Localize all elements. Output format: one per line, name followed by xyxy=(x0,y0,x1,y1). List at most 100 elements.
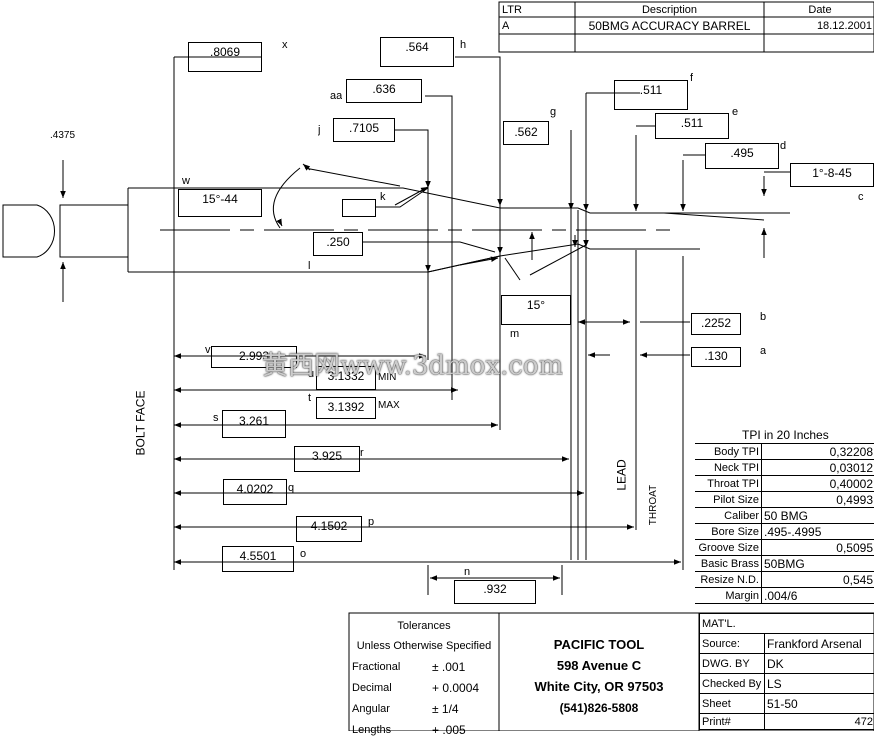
sheet-value: 51-50 xyxy=(765,694,874,714)
source-value: Frankford Arsenal xyxy=(765,634,874,654)
tolerances-title: Tolerances xyxy=(350,618,498,634)
sheet-label: Sheet xyxy=(700,694,765,714)
mat-label: MAT'L. xyxy=(702,618,736,630)
tpi-row-value: 50BMG xyxy=(762,556,874,572)
dim-f-value: .511 xyxy=(614,80,688,110)
dim-m-value: 15° xyxy=(501,295,571,325)
dim-n-letter: n xyxy=(464,564,470,580)
tolerance-value: ± 1/4 xyxy=(432,701,459,717)
tpi-row-value: 0,545 xyxy=(762,572,874,588)
dim-bullet-value: .4375 xyxy=(50,128,75,144)
dim-p-value: 4.1502 xyxy=(296,516,362,542)
tpi-row-label: Groove Size xyxy=(695,540,762,556)
checked-label: Checked By xyxy=(700,674,765,694)
tpi-row-value: 0,03012 xyxy=(762,460,874,476)
tolerance-value: ± .001 xyxy=(432,659,465,675)
rev-header-date: Date xyxy=(766,2,874,18)
tpi-row-label: Caliber xyxy=(695,508,762,524)
tpi-row: Margin.004/6 xyxy=(695,588,874,604)
dim-j-value: .7105 xyxy=(333,118,395,142)
tpi-row-label: Neck TPI xyxy=(695,460,762,476)
dim-s-value: 3.261 xyxy=(222,410,286,438)
dim-o-letter: o xyxy=(300,546,306,562)
tpi-row-label: Pilot Size xyxy=(695,492,762,508)
dim-v-letter: v xyxy=(205,342,211,358)
tpi-row-label: Margin xyxy=(695,588,762,604)
tpi-row: Resize N.D.0,545 xyxy=(695,572,874,588)
dim-d-value: .495 xyxy=(705,143,779,169)
dim-g-letter: g xyxy=(550,104,556,120)
dim-k-letter: k xyxy=(380,189,386,205)
print-label: Print# xyxy=(700,714,765,730)
dim-aa-letter: aa xyxy=(330,88,342,104)
dim-s-letter: s xyxy=(213,410,219,426)
dim-c-value: 1°-8-45 xyxy=(790,163,874,187)
dim-k-value xyxy=(342,199,376,217)
print-value: 472 xyxy=(765,714,874,730)
dim-e-letter: e xyxy=(732,104,738,120)
rev-header-ltr: LTR xyxy=(502,2,522,18)
dim-w-angle-letter: w xyxy=(182,173,190,189)
bolt-face-label: BOLT FACE xyxy=(132,391,148,456)
lead-label: LEAD xyxy=(614,459,630,490)
mat-row: MAT'L. xyxy=(700,614,874,634)
dwg-label: DWG. BY xyxy=(700,654,765,674)
pilot-shank xyxy=(60,205,128,257)
tolerance-label: Decimal xyxy=(352,680,392,696)
tpi-row: Bore Size.495-.4995 xyxy=(695,524,874,540)
rev-row-ltr: A xyxy=(502,18,509,34)
tpi-row-label: Resize N.D. xyxy=(695,572,762,588)
tpi-row-value: .004/6 xyxy=(762,588,874,604)
dim-aa-value: .636 xyxy=(346,79,422,103)
tpi-row-value: .495-.4995 xyxy=(762,524,874,540)
dwg-value: DK xyxy=(765,654,874,674)
bullet-outline xyxy=(3,205,55,257)
dim-p-letter: p xyxy=(368,514,374,530)
checked-value: LS xyxy=(765,674,874,694)
tpi-row-value: 0,32208 xyxy=(762,444,874,460)
tpi-row-label: Throat TPI xyxy=(695,476,762,492)
dim-l-letter: l xyxy=(308,258,310,274)
dim-h-letter: h xyxy=(460,37,466,53)
dim-d-letter: d xyxy=(780,138,786,154)
dim-b-value: .2252 xyxy=(691,313,741,335)
dim-r-value: 3.925 xyxy=(294,446,360,472)
tpi-row-value: 0,40002 xyxy=(762,476,874,492)
dim-q-value: 4.0202 xyxy=(223,479,287,505)
company-address: 598 Avenue C xyxy=(500,658,698,674)
rev-header-description: Description xyxy=(576,2,763,18)
company-city: White City, OR 97503 xyxy=(500,679,698,695)
dim-x-value: .8069 xyxy=(188,42,262,72)
tolerance-label: Fractional xyxy=(352,659,400,675)
print-row: Print#472 xyxy=(700,714,874,730)
dim-q-letter: q xyxy=(288,480,294,496)
rev-row-description: 50BMG ACCURACY BARREL xyxy=(576,18,763,34)
tolerance-label: Angular xyxy=(352,701,390,717)
dim-c-letter: c xyxy=(858,189,864,205)
dim-t-letter: t xyxy=(308,390,311,406)
dim-h-value: .564 xyxy=(380,37,454,67)
tpi-title: TPI in 20 Inches xyxy=(742,427,829,443)
dim-a-value: .130 xyxy=(691,347,741,367)
tolerance-value: + 0.0004 xyxy=(432,680,479,696)
tpi-row-value: 0,5095 xyxy=(762,540,874,556)
tolerance-value: + .005 xyxy=(432,722,466,738)
source-label: Source: xyxy=(700,634,765,654)
dim-l-value: .250 xyxy=(313,232,363,256)
dim-w-angle-value: 15°-44 xyxy=(178,189,262,217)
dim-o-value: 4.5501 xyxy=(222,546,294,572)
dim-e-value: .511 xyxy=(655,113,729,139)
dim-t-note: MAX xyxy=(378,398,400,414)
throat-label: THROAT xyxy=(646,485,662,525)
